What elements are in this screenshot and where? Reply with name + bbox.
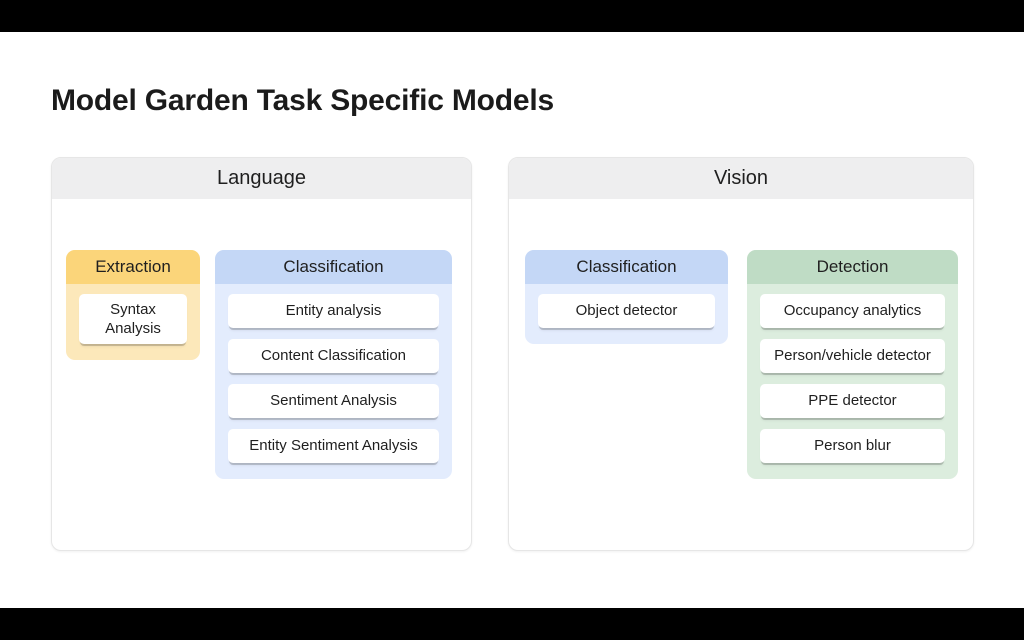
category-vision-detection[interactable]: Detection Occupancy analytics Person/veh… [747, 250, 958, 479]
panel-language: Language Extraction Syntax Analysis Clas… [51, 157, 472, 551]
category-language-classification-header: Classification [215, 250, 452, 284]
category-vision-classification[interactable]: Classification Object detector [525, 250, 728, 344]
category-vision-classification-header: Classification [525, 250, 728, 284]
panel-vision-title: Vision [713, 167, 769, 189]
page-title: Model Garden Task Specific Models [51, 84, 554, 117]
category-language-classification[interactable]: Classification Entity analysis Content C… [215, 250, 452, 479]
letterbox-bottom-bar [0, 608, 1024, 640]
panel-language-body: Extraction Syntax Analysis Classificatio… [52, 199, 471, 550]
letterbox-top-bar [0, 0, 1024, 32]
slide-canvas: Model Garden Task Specific Models Langua… [0, 32, 1024, 608]
model-card[interactable]: Person/vehicle detector [760, 339, 945, 373]
category-vision-detection-list: Occupancy analytics Person/vehicle detec… [747, 284, 958, 479]
category-language-extraction[interactable]: Extraction Syntax Analysis [66, 250, 200, 361]
model-card[interactable]: Object detector [538, 294, 715, 328]
panel-vision-body: Classification Object detector Detection… [509, 199, 973, 550]
model-card[interactable]: Occupancy analytics [760, 294, 945, 328]
panel-language-title: Language [217, 167, 306, 189]
category-vision-detection-title: Detection [816, 257, 889, 276]
model-card[interactable]: PPE detector [760, 384, 945, 418]
category-vision-detection-header: Detection [747, 250, 958, 284]
panel-language-header: Language [52, 158, 471, 199]
model-card[interactable]: Sentiment Analysis [228, 384, 439, 418]
model-card[interactable]: Entity analysis [228, 294, 439, 328]
category-vision-classification-title: Classification [576, 257, 677, 276]
model-card[interactable]: Syntax Analysis [79, 294, 187, 345]
model-card[interactable]: Entity Sentiment Analysis [228, 429, 439, 463]
category-language-extraction-header: Extraction [66, 250, 200, 284]
model-card[interactable]: Person blur [760, 429, 945, 463]
category-language-classification-list: Entity analysis Content Classification S… [215, 284, 452, 479]
category-language-classification-title: Classification [283, 257, 384, 276]
category-language-extraction-title: Extraction [95, 257, 171, 276]
category-language-extraction-list: Syntax Analysis [66, 284, 200, 360]
model-card[interactable]: Content Classification [228, 339, 439, 373]
category-vision-classification-list: Object detector [525, 284, 728, 344]
panel-vision: Vision Classification Object detector De… [508, 157, 974, 551]
panel-vision-header: Vision [509, 158, 973, 199]
